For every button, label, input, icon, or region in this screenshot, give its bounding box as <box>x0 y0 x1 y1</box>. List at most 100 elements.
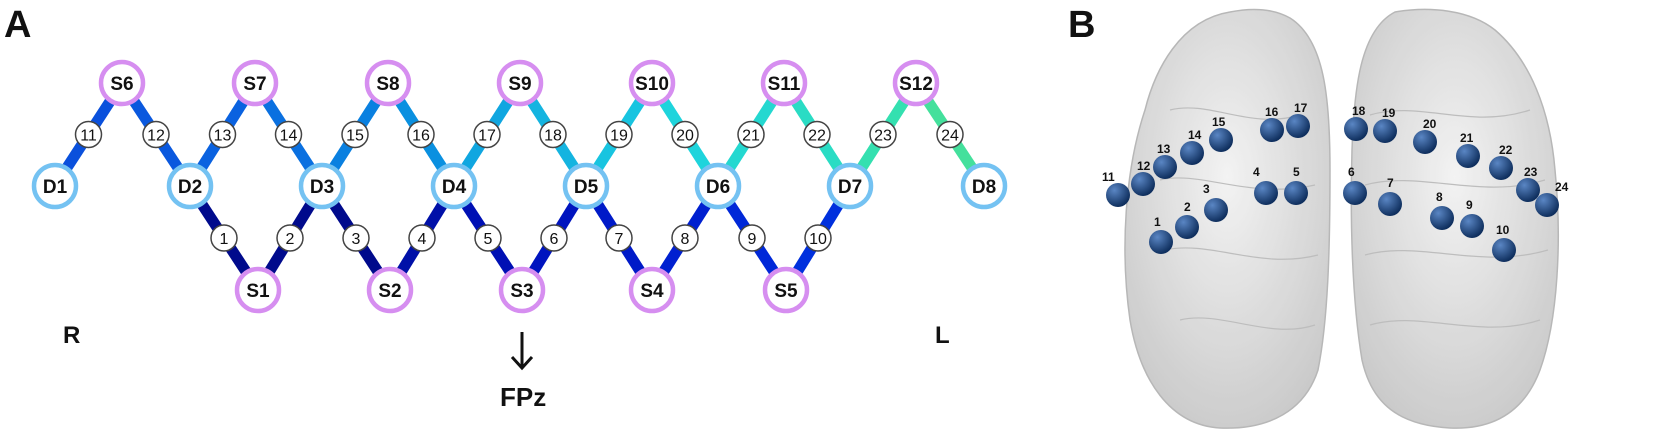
left-hemisphere-shape <box>1350 8 1559 429</box>
svg-text:D2: D2 <box>178 177 202 198</box>
optode-s4: S4 <box>628 266 676 314</box>
svg-text:D7: D7 <box>838 177 862 198</box>
svg-text:D1: D1 <box>43 177 68 198</box>
channel-badge-5: 5 <box>474 224 502 252</box>
electrode-18: 18 <box>1344 104 1368 141</box>
svg-text:S9: S9 <box>508 74 531 95</box>
channel-badge-22: 22 <box>803 120 831 149</box>
svg-text:23: 23 <box>874 128 892 145</box>
svg-text:22: 22 <box>808 128 826 145</box>
channel-badge-6: 6 <box>540 224 568 252</box>
channel-badge-7: 7 <box>605 224 633 252</box>
svg-text:24: 24 <box>941 128 959 145</box>
svg-text:17: 17 <box>478 128 496 145</box>
svg-text:24: 24 <box>1555 180 1569 194</box>
optode-s3: S3 <box>498 266 546 314</box>
optode-d7: D7 <box>826 162 874 210</box>
right-hemisphere-label: R <box>63 322 81 349</box>
svg-text:3: 3 <box>352 231 361 248</box>
svg-text:D3: D3 <box>310 177 334 198</box>
electrode-20: 20 <box>1413 117 1437 154</box>
optode-s12: S12 <box>892 59 940 107</box>
svg-text:S1: S1 <box>246 281 270 302</box>
svg-text:4: 4 <box>1253 165 1260 179</box>
electrode-8: 8 <box>1430 190 1454 230</box>
optode-d4: D4 <box>430 162 478 210</box>
channel-badge-11: 11 <box>74 120 103 149</box>
channel-badge-13: 13 <box>208 120 237 149</box>
electrode-15: 15 <box>1209 115 1233 152</box>
electrode-24: 24 <box>1535 180 1569 217</box>
svg-text:D8: D8 <box>972 177 996 198</box>
channel-badge-23: 23 <box>869 120 897 149</box>
optode-d2: D2 <box>166 162 214 210</box>
svg-text:S7: S7 <box>243 74 266 95</box>
svg-text:S11: S11 <box>768 74 801 95</box>
svg-text:13: 13 <box>214 128 232 145</box>
electrode-5: 5 <box>1284 165 1308 205</box>
svg-text:S10: S10 <box>635 74 669 95</box>
electrode-10: 10 <box>1492 223 1516 262</box>
optode-s11: S11 <box>760 59 808 107</box>
svg-text:14: 14 <box>280 128 298 145</box>
panel-a-letter: A <box>4 4 32 46</box>
svg-text:S12: S12 <box>899 74 933 95</box>
gyrus-line <box>1364 249 1549 258</box>
electrode-17: 17 <box>1286 101 1310 138</box>
svg-text:6: 6 <box>550 231 559 248</box>
electrode-6: 6 <box>1343 165 1367 205</box>
down-arrow-icon <box>510 332 534 371</box>
svg-text:18: 18 <box>544 128 562 145</box>
electrode-1: 1 <box>1149 215 1173 254</box>
electrode-2: 2 <box>1175 200 1199 239</box>
channel-badge-24: 24 <box>936 120 964 149</box>
electrode-21: 21 <box>1456 131 1480 168</box>
channel-badge-8: 8 <box>671 224 699 252</box>
svg-text:5: 5 <box>484 231 493 248</box>
optode-s1: S1 <box>234 266 282 314</box>
svg-text:S6: S6 <box>110 74 133 95</box>
svg-text:9: 9 <box>748 231 757 248</box>
optode-s9: S9 <box>496 59 544 107</box>
gyrus-line <box>1169 107 1301 120</box>
gyrus-line <box>1369 319 1541 328</box>
svg-text:19: 19 <box>610 128 628 145</box>
svg-text:7: 7 <box>1387 176 1394 190</box>
channel-badge-12: 12 <box>142 120 170 149</box>
svg-text:14: 14 <box>1188 128 1202 142</box>
electrode-9: 9 <box>1460 198 1484 238</box>
channel-badge-14: 14 <box>274 120 303 149</box>
svg-text:1: 1 <box>1154 215 1161 229</box>
svg-text:13: 13 <box>1157 142 1171 156</box>
gyrus-line <box>1164 247 1319 260</box>
optode-s8: S8 <box>364 59 412 107</box>
channel-badge-15: 15 <box>341 120 369 149</box>
optode-s2: S2 <box>366 266 414 314</box>
svg-text:2: 2 <box>1184 200 1191 214</box>
svg-text:S8: S8 <box>376 74 399 95</box>
channel-badge-3: 3 <box>342 224 370 252</box>
channel-badge-21: 21 <box>737 120 765 149</box>
svg-text:3: 3 <box>1203 182 1210 196</box>
electrode-11: 11 <box>1102 170 1130 207</box>
channel-badge-19: 19 <box>605 120 633 149</box>
electrode-12: 12 <box>1131 159 1155 196</box>
electrode-23: 23 <box>1516 165 1540 202</box>
svg-text:6: 6 <box>1348 165 1355 179</box>
svg-text:10: 10 <box>809 231 827 248</box>
optode-s7: S7 <box>231 59 279 107</box>
electrode-7: 7 <box>1378 176 1402 216</box>
electrode-16: 16 <box>1260 105 1284 142</box>
svg-text:19: 19 <box>1382 106 1396 120</box>
svg-text:23: 23 <box>1524 165 1538 179</box>
channel-badge-10: 10 <box>804 224 832 252</box>
svg-text:17: 17 <box>1294 101 1308 115</box>
svg-text:15: 15 <box>1212 115 1226 129</box>
svg-text:15: 15 <box>346 128 364 145</box>
fpz-reference-label: FPz <box>500 382 547 412</box>
optode-s10: S10 <box>628 59 676 107</box>
svg-text:S4: S4 <box>640 281 664 302</box>
channel-badge-4: 4 <box>408 224 436 252</box>
